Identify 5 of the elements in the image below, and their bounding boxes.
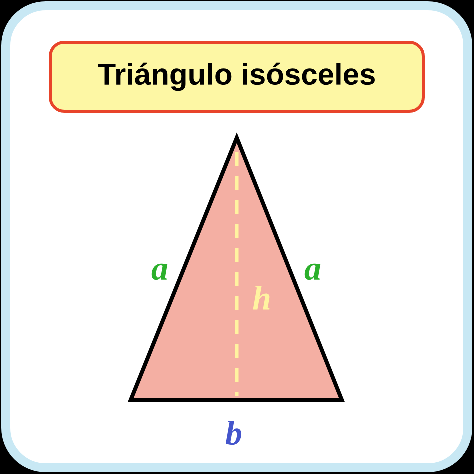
- title-banner: Triángulo isósceles: [49, 41, 425, 113]
- side-label: a: [304, 264, 321, 280]
- side-label: a: [152, 264, 168, 280]
- side-label: b: [226, 421, 242, 445]
- side-label: h: [253, 286, 270, 310]
